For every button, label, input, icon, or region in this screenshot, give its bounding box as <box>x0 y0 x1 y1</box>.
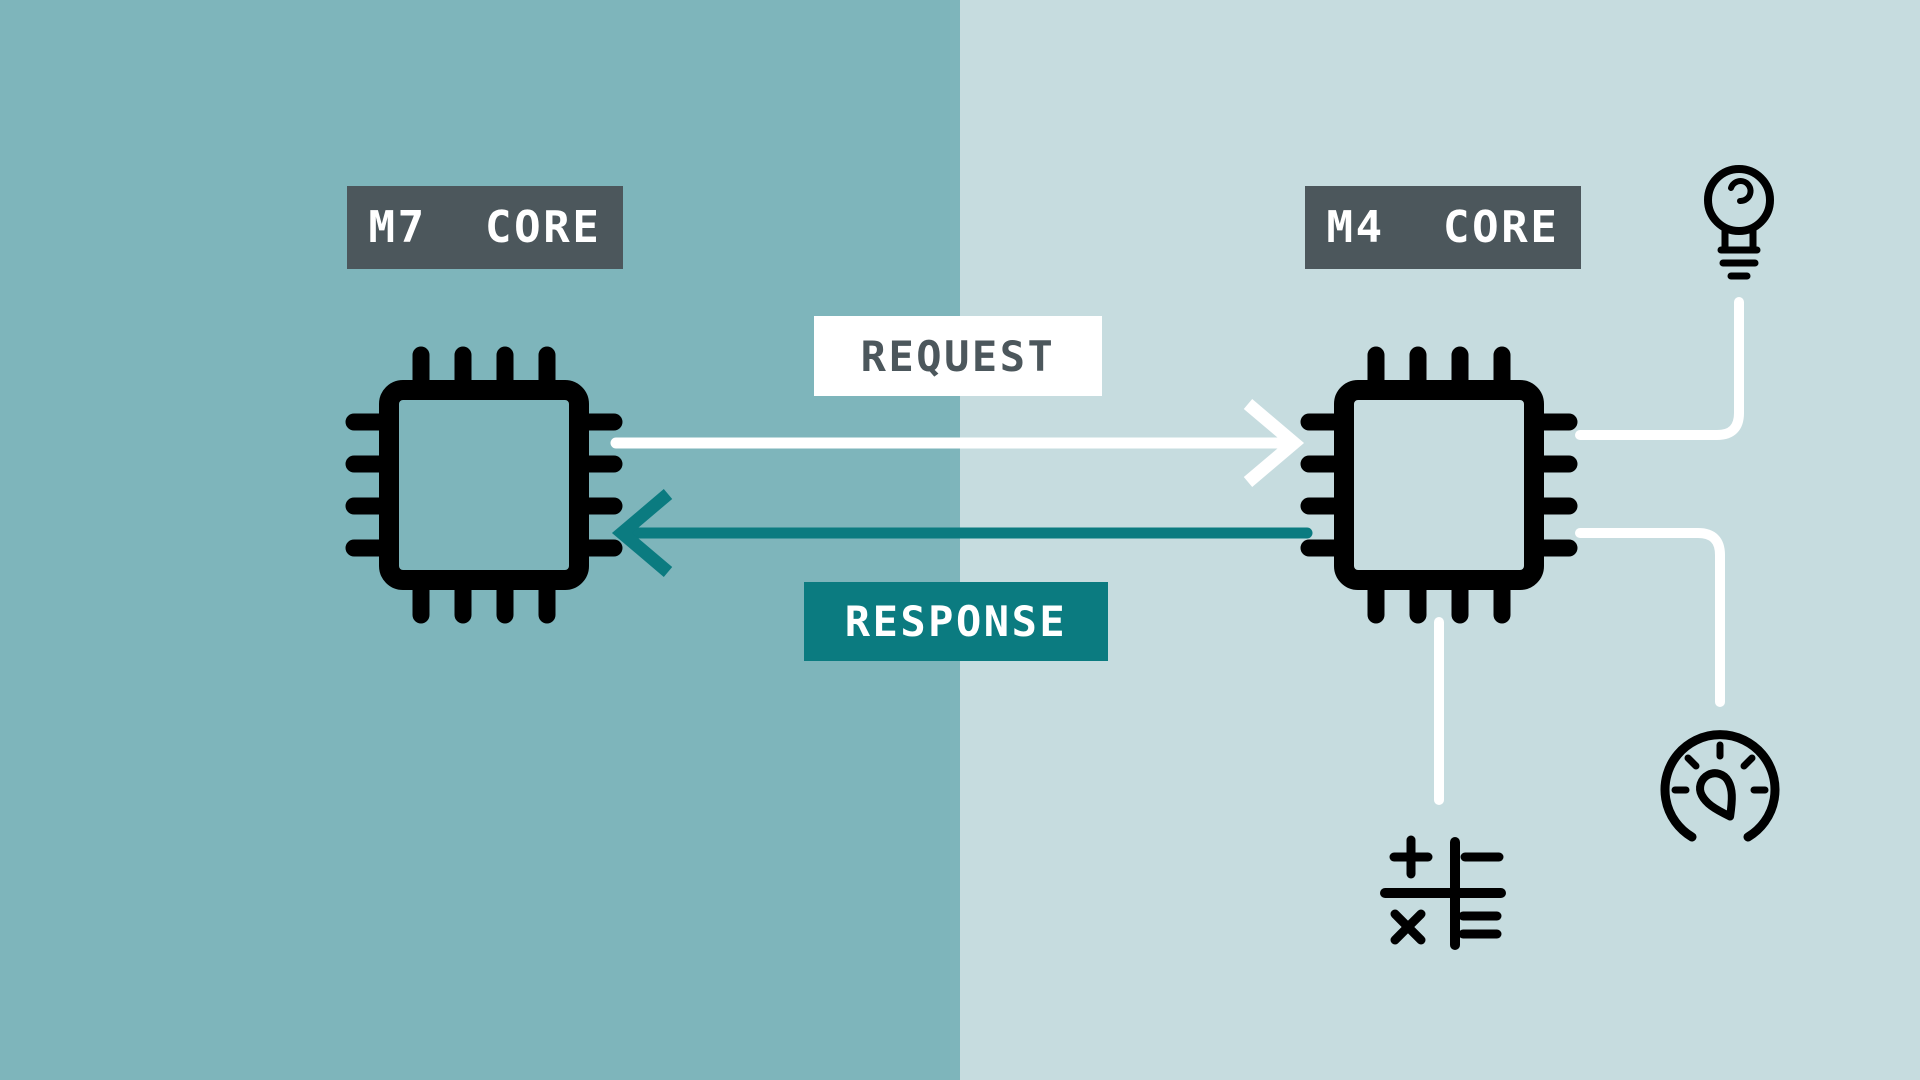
gauge-connector-line <box>1575 528 1725 707</box>
left-panel <box>0 0 960 1080</box>
lightbulb-icon <box>1704 165 1774 280</box>
request-label: REQUEST <box>814 316 1102 396</box>
calculator-icon <box>1380 835 1506 950</box>
m7-chip-icon <box>354 355 614 615</box>
gauge-icon <box>1660 730 1780 842</box>
response-label: RESPONSE <box>804 582 1108 661</box>
m4-core-label: M4 CORE <box>1305 186 1581 269</box>
m4-chip-icon <box>1309 355 1569 615</box>
connector-lines <box>1434 297 1744 805</box>
m7-core-label: M7 CORE <box>347 186 623 269</box>
request-arrow <box>610 399 1305 487</box>
response-arrow <box>611 489 1313 577</box>
lightbulb-connector-line <box>1575 297 1744 440</box>
